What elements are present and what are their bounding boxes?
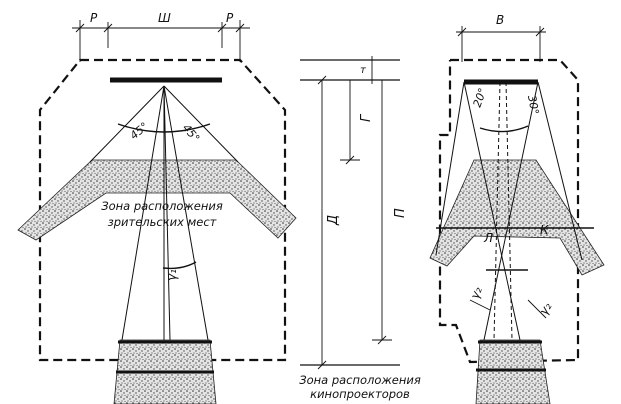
dim-v-label: В [496, 13, 504, 27]
side-projector-zone [475, 339, 551, 404]
angle-45-right: 45° [180, 122, 202, 145]
dim-p-label: П [393, 208, 408, 218]
side-hall-outline [438, 58, 580, 364]
top-dimension-chain [72, 20, 250, 62]
dim-t-label: т [360, 65, 367, 76]
dim-g-label: Г [359, 113, 374, 122]
side-view: В 20° 30° Л К γ₂ γ₂ [429, 13, 605, 404]
dim-k-label: К [540, 223, 549, 237]
dim-d-label: Д [326, 215, 341, 226]
seating-zone-label-line1: Зона расположения [101, 199, 223, 213]
side-angle-30: 30° [525, 94, 541, 115]
projector-zone-label-line1: Зона расположения [299, 373, 421, 387]
dim-l-label: Л [483, 231, 493, 245]
dim-center-label: Ш [158, 11, 171, 25]
side-seating-zone [429, 159, 605, 276]
dim-left-label: Р [90, 11, 98, 25]
angle-45-left: 45° [128, 120, 151, 142]
plan-view: Р Ш Р 45° 45° Зона расположения зрительс… [17, 11, 297, 404]
projector-zone-label-line2: кинопроекторов [310, 387, 410, 401]
seating-zone-label-line2: зрительских мест [108, 215, 217, 229]
gamma-2-left-label: γ₂ [468, 285, 485, 301]
dim-right-label: Р [226, 11, 234, 25]
section-view: т Д Г П Зона расположения кинопроекторов [299, 56, 421, 401]
side-angle-20: 20° [471, 86, 490, 109]
seating-zone [17, 159, 297, 241]
gamma-1-label: γ₁ [165, 269, 179, 281]
gamma-2-right-label: γ₂ [536, 300, 554, 317]
